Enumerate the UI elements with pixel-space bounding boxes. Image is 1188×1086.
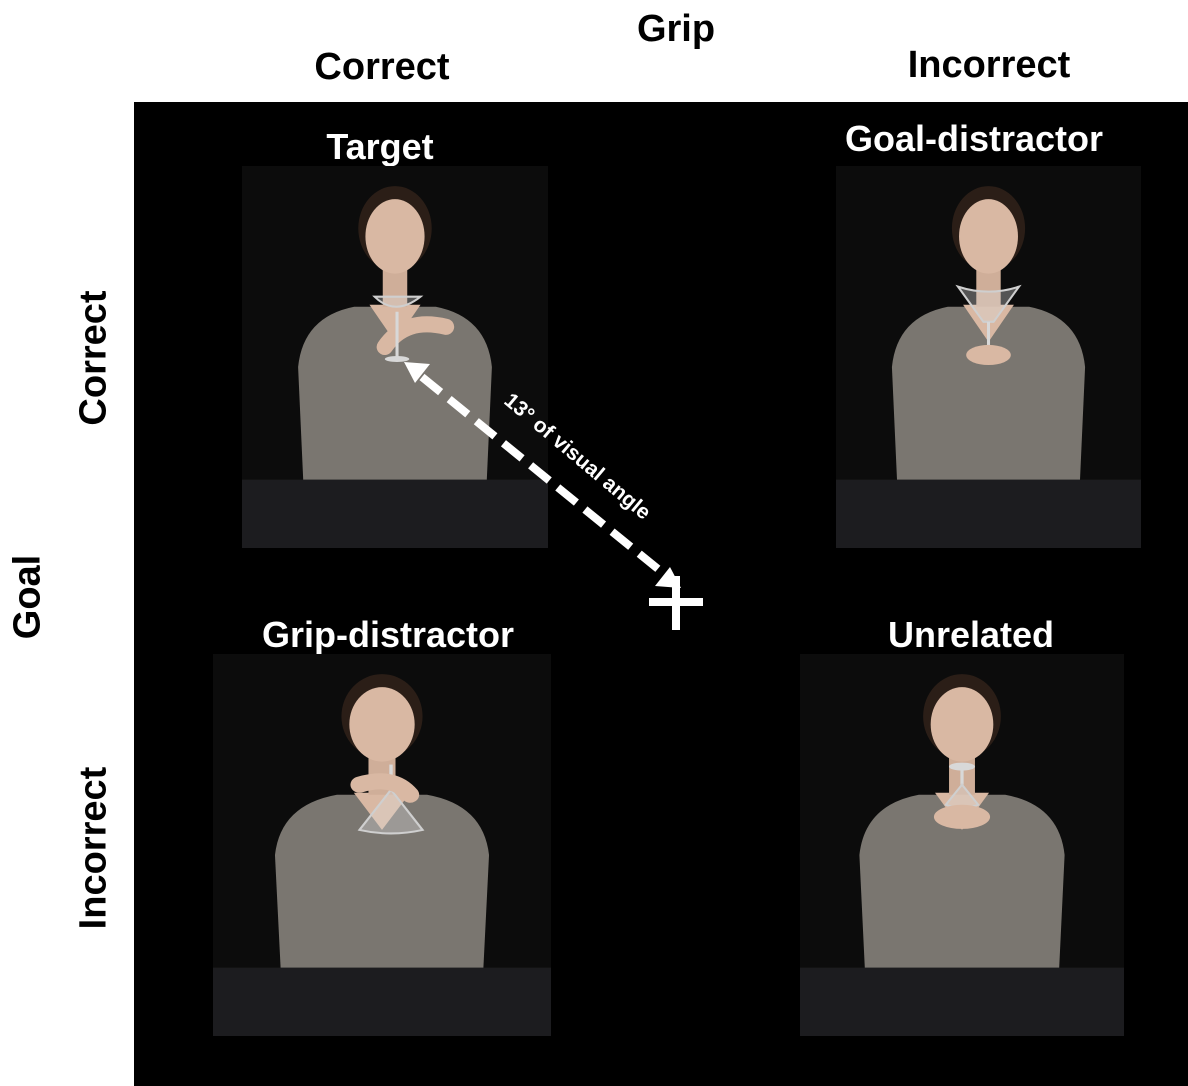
goal-axis-title: Goal <box>6 554 49 640</box>
goal-distractor-label: Goal-distractor <box>844 118 1104 159</box>
grip-distractor-label: Grip-distractor <box>261 614 515 655</box>
target-photo <box>242 166 548 548</box>
unrelated-photo <box>800 654 1124 1036</box>
grip-axis-title: Grip <box>636 8 716 50</box>
goal-correct-header: Correct <box>72 290 115 426</box>
grip-distractor-photo <box>213 654 551 1036</box>
target-label: Target <box>326 126 434 167</box>
goal-distractor-photo <box>836 166 1141 548</box>
unrelated-label: Unrelated <box>887 614 1055 655</box>
grip-correct-header: Correct <box>314 46 450 88</box>
fixation-cross-icon <box>649 576 703 630</box>
goal-incorrect-header: Incorrect <box>72 766 115 930</box>
grip-incorrect-header: Incorrect <box>907 44 1071 86</box>
stimulus-display: Target Goal-distractor Grip-distractor U… <box>134 102 1188 1086</box>
